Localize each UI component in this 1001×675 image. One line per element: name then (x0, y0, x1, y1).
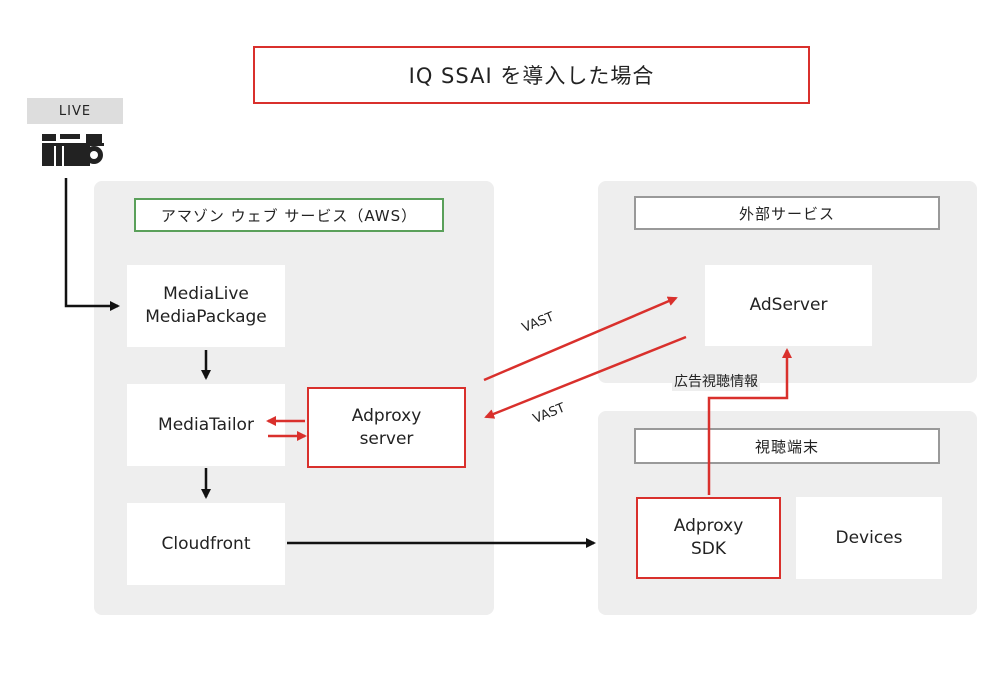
adproxy-server-node: Adproxy server (307, 387, 466, 468)
external-group-label: 外部サービス (634, 196, 940, 230)
viewer-group-label: 視聴端末 (634, 428, 940, 464)
adserver-node: AdServer (705, 265, 872, 346)
devices-node: Devices (796, 497, 942, 579)
medialive-node: MediaLive MediaPackage (127, 265, 285, 347)
arrow-live-to-medialive (64, 178, 120, 311)
page-title: IQ SSAI を導入した場合 (253, 46, 810, 104)
cloudfront-node: Cloudfront (127, 503, 285, 585)
aws-group-label: アマゾン ウェブ サービス（AWS） (134, 198, 444, 232)
arrow-vast-request (483, 296, 678, 382)
video-camera-icon (40, 132, 104, 168)
arrow-vast-response (484, 335, 687, 419)
live-label: LIVE (27, 98, 123, 124)
view-info-label: 広告視聴情報 (672, 371, 760, 391)
mediatailor-node: MediaTailor (127, 384, 285, 466)
adproxy-sdk-node: Adproxy SDK (636, 497, 781, 579)
arrow-sdk-to-adserver (707, 348, 792, 495)
